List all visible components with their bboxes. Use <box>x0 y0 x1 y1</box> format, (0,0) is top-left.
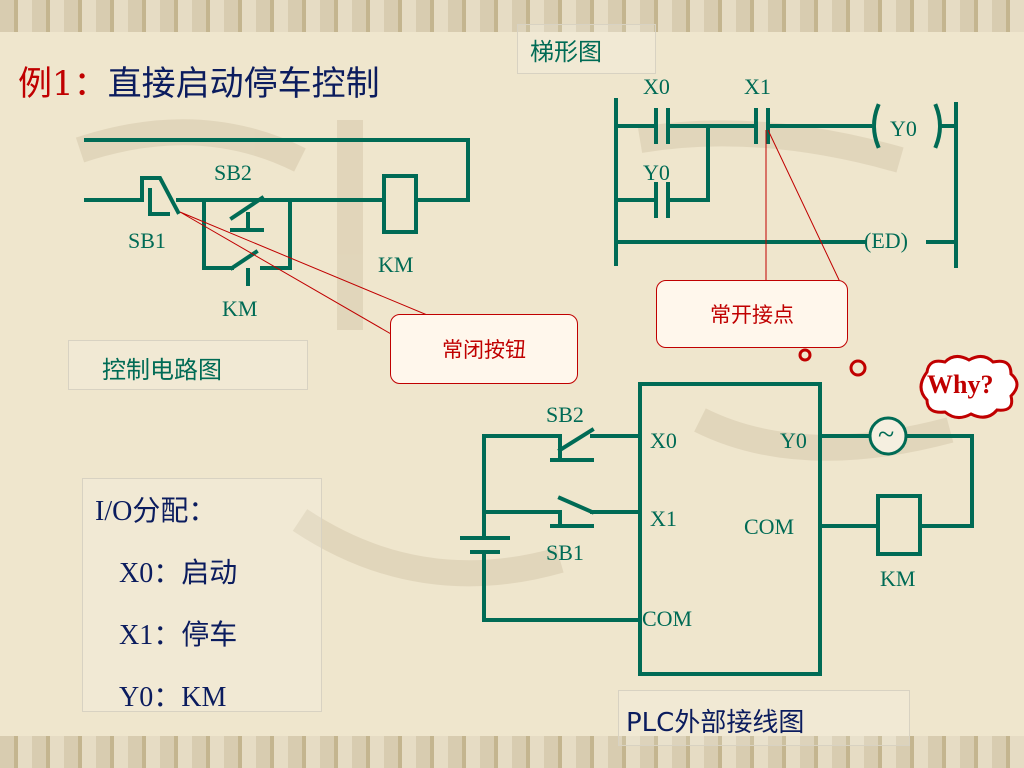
bottom-border <box>0 736 1024 768</box>
ladder-label-box <box>517 24 656 74</box>
plc-battery <box>460 510 642 622</box>
ladder-x1-label: X1 <box>744 74 771 99</box>
thought-dot-2 <box>798 348 812 362</box>
ladder-y0-coil-label: Y0 <box>890 116 917 141</box>
km-coil <box>382 174 418 234</box>
km-contact-label: KM <box>222 296 258 321</box>
km-coil-label: KM <box>378 252 414 277</box>
plc-sb1-label: SB1 <box>546 540 584 565</box>
nc-button-callout: 常闭按钮 <box>390 314 578 384</box>
plc-x0-label: X0 <box>650 428 677 453</box>
plc-sb2-symbol <box>550 427 595 462</box>
io-line-start: X0：启动 <box>119 558 238 589</box>
nc-callout-pointer <box>179 211 445 339</box>
plc-km-label: KM <box>880 566 916 591</box>
plc-sb2-label: SB2 <box>546 402 584 427</box>
plc-label-box <box>618 690 910 746</box>
ladder-y0-contact-label: Y0 <box>643 160 670 185</box>
sb2-label: SB2 <box>214 160 252 185</box>
km-branch <box>202 198 292 286</box>
why-text: Why? <box>927 370 994 399</box>
ac-source-circle <box>868 416 908 456</box>
control-top-wire <box>84 138 470 202</box>
plc-km-coil <box>876 494 922 556</box>
plc-box <box>638 382 822 676</box>
plc-y0-label: Y0 <box>780 428 807 453</box>
plc-com-out-label: COM <box>744 514 795 539</box>
control-label: 控制电路图 <box>102 356 222 384</box>
ladder-end-label: (ED) <box>864 228 908 253</box>
y0-coil-brackets <box>872 103 958 149</box>
ladder-label: 梯形图 <box>530 38 602 66</box>
plc-x1-label: X1 <box>650 506 677 531</box>
page-title: 例1：直接启动停车控制 <box>18 64 380 104</box>
x1-contact <box>754 108 770 144</box>
io-line-stop: X1：停车 <box>119 620 238 651</box>
x0-contact <box>654 108 670 144</box>
sb2-symbol <box>226 198 292 232</box>
no-contact-callout: 常开接点 <box>656 280 848 348</box>
ac-symbol: ~ <box>878 418 895 451</box>
why-bubble: Why? <box>915 352 1024 424</box>
ladder-x0-label: X0 <box>643 74 670 99</box>
sb2-blade <box>229 195 265 221</box>
control-label-box <box>68 340 308 390</box>
plc-sb1-symbol <box>550 495 595 528</box>
plc-com-in-label: COM <box>642 606 693 631</box>
ladder-rung-2 <box>614 124 710 202</box>
plc-y0-wire <box>818 434 974 528</box>
top-border <box>0 0 1024 32</box>
io-heading: I/O分配： <box>95 496 217 527</box>
io-line-output: Y0：KM <box>119 682 227 713</box>
thought-dot-3 <box>849 359 867 377</box>
sb1-label: SB1 <box>128 228 166 253</box>
y0-contact <box>654 182 670 218</box>
no-callout-pointer <box>765 129 841 283</box>
plc-label: PLC外部接线图 <box>626 708 805 738</box>
io-assignment-box: I/O分配： X0：启动 X1：停车 Y0：KM <box>82 478 322 713</box>
